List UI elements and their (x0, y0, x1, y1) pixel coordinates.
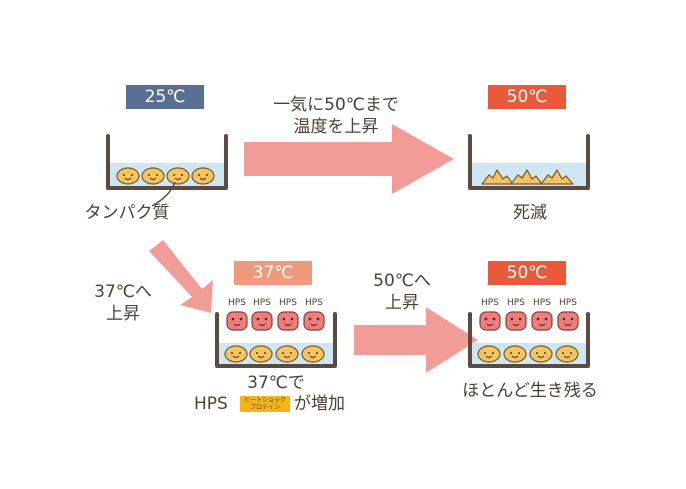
protein-label: タンパク質 (84, 203, 170, 223)
hps-caption-line1: 37℃で (247, 373, 305, 393)
protein-faces (477, 345, 579, 363)
hps-caption-suffix: が増加 (294, 394, 345, 414)
temp-badge-25: 25℃ (126, 85, 204, 109)
arrow-top (244, 124, 454, 194)
protein-faces (116, 167, 215, 185)
container-37 (215, 311, 337, 368)
hps-label: HPS (533, 298, 551, 308)
arrow-diagonal-caption-line1: 37℃へ (94, 282, 152, 302)
temp-badge-50-bottom: 50℃ (488, 261, 566, 285)
hps-label: HPS (279, 298, 297, 308)
hps-proteins (479, 311, 579, 331)
arrow-bottom (354, 307, 478, 373)
hps-caption-prefix: HPS (194, 394, 228, 414)
arrow-diagonal (149, 240, 213, 313)
hps-label: HPS (305, 298, 323, 308)
denatured-proteins (481, 169, 574, 185)
hps-badge: ヒートショック プロテイン (240, 396, 290, 412)
hps-badge-line1: ヒートショック (243, 397, 286, 404)
container-50-top (468, 134, 590, 190)
protein-faces (224, 345, 325, 363)
hps-badge-line2: プロテイン (249, 404, 280, 411)
container-25 (106, 134, 228, 207)
hps-caption-line2: HPS ヒートショック プロテイン が増加 (186, 394, 386, 416)
hps-label: HPS (481, 298, 499, 308)
arrow-top-caption-line1: 一気に50℃まで (273, 95, 399, 115)
hps-proteins (226, 311, 325, 331)
arrow-bottom-caption-line2: 上昇 (385, 293, 419, 313)
container-50-bottom (468, 311, 590, 368)
arrow-diagonal-caption-line2: 上昇 (106, 304, 140, 324)
hps-label: HPS (507, 298, 525, 308)
temp-badge-50-top: 50℃ (488, 85, 566, 109)
arrow-top-caption-line2: 温度を上昇 (293, 117, 379, 137)
dead-label: 死滅 (513, 203, 547, 223)
temp-badge-37: 37℃ (234, 261, 312, 285)
hps-label: HPS (559, 298, 577, 308)
survive-label: ほとんど生き残る (462, 381, 598, 401)
hps-label: HPS (228, 298, 246, 308)
hps-label: HPS (253, 298, 271, 308)
arrow-bottom-caption-line1: 50℃へ (373, 271, 431, 291)
